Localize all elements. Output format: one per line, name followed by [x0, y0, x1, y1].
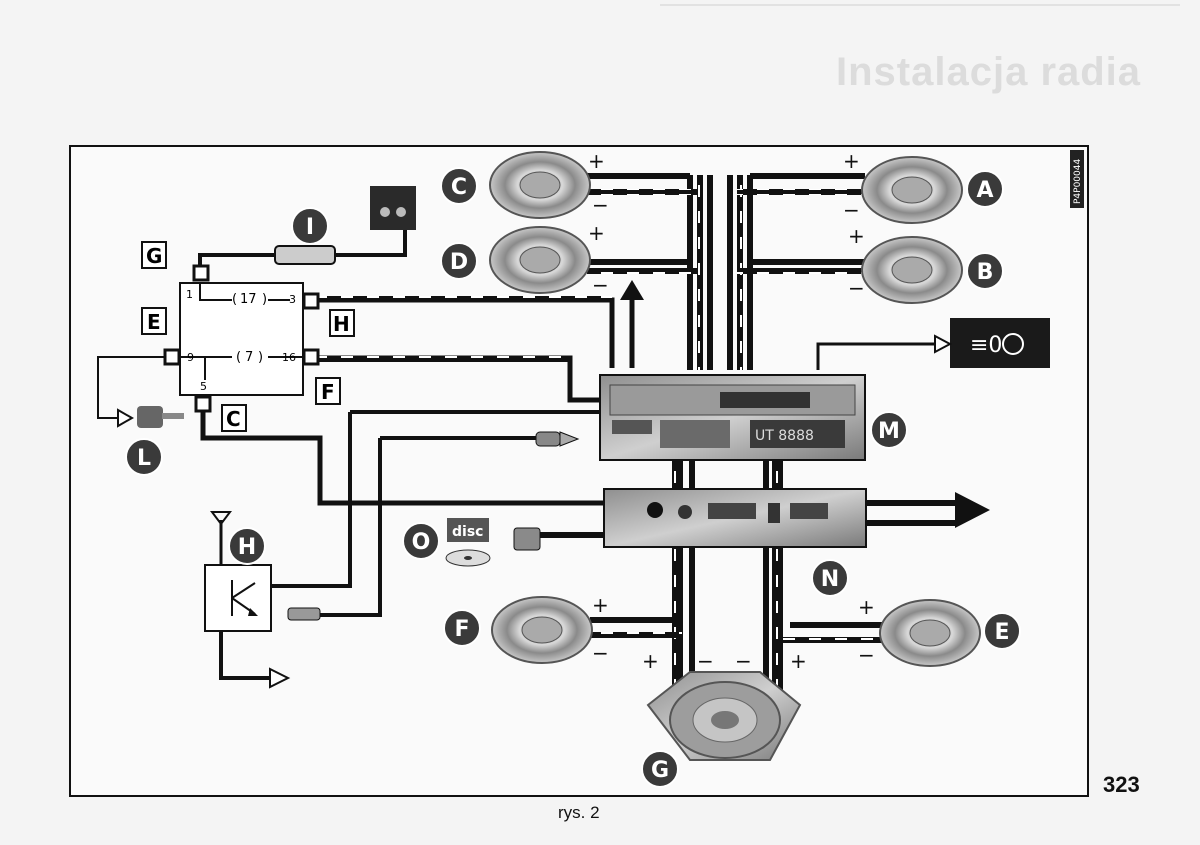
svg-text:+: + — [588, 221, 605, 245]
callouts: A B C D E F G H I L M N O — [125, 167, 1021, 788]
callout-g: G — [641, 750, 679, 788]
key-icon — [97, 356, 184, 428]
svg-text:+: + — [642, 649, 659, 673]
pin-7: 7 — [245, 350, 253, 365]
svg-text:−: − — [592, 193, 609, 217]
svg-text:−: − — [735, 649, 752, 673]
connector-block: 1 17 ( ) 3 9 7 ( ) 16 5 — [163, 264, 320, 413]
svg-text:): ) — [258, 350, 263, 365]
connector-tags: G E H F C — [141, 241, 355, 432]
speaker-c — [489, 151, 591, 219]
speaker-leads-top — [585, 173, 865, 265]
svg-text:(: ( — [232, 292, 237, 307]
antenna-plug-icon — [287, 431, 580, 621]
subwoofer-g — [646, 671, 802, 761]
svg-text:B: B — [977, 260, 994, 285]
pin-16: 16 — [282, 351, 296, 364]
svg-text:−: − — [592, 273, 609, 297]
cd-changer-unit — [603, 488, 867, 548]
page-title: Instalacja radia — [836, 50, 1142, 94]
pin-1: 1 — [186, 288, 193, 301]
lamp-indicator-icon: ≡0 — [816, 318, 1050, 370]
svg-text:+: + — [790, 649, 807, 673]
speaker-b — [861, 236, 963, 304]
svg-text:O: O — [412, 530, 431, 555]
svg-text:+: + — [858, 595, 875, 619]
svg-text:I: I — [306, 215, 314, 240]
callout-m: M — [870, 411, 908, 449]
callout-h: H — [228, 527, 266, 565]
svg-text:E: E — [994, 620, 1009, 645]
pin-17: 17 — [240, 292, 257, 307]
svg-text:E: E — [147, 310, 161, 334]
svg-text:+: + — [848, 224, 865, 248]
callout-n: N — [811, 559, 849, 597]
connector-tag-g: G — [141, 241, 167, 269]
connector-tag-f: F — [315, 377, 341, 405]
callout-o: O — [402, 522, 440, 560]
pin-9: 9 — [187, 351, 194, 364]
callout-c: C — [440, 167, 478, 205]
svg-text:L: L — [137, 446, 151, 471]
svg-text:−: − — [848, 276, 865, 300]
callout-i: I — [291, 207, 329, 245]
callout-d: D — [440, 242, 478, 280]
cd-connector-icon — [513, 527, 541, 551]
callout-l: L — [125, 438, 163, 476]
connector-tag-h: H — [329, 309, 355, 337]
svg-text:−: − — [592, 641, 609, 665]
svg-text:G: G — [146, 244, 162, 268]
speaker-f — [491, 596, 593, 664]
speaker-a — [861, 156, 963, 224]
antenna-amplifier — [204, 511, 291, 689]
figure-code: P4P00044 — [1073, 159, 1083, 204]
callout-f: F — [443, 609, 481, 647]
svg-text:N: N — [821, 567, 839, 592]
disc-logo-icon: disc — [445, 518, 491, 567]
svg-text:G: G — [651, 758, 669, 783]
svg-text:−: − — [858, 643, 875, 667]
page-number: 323 — [1103, 772, 1140, 797]
pin-5: 5 — [200, 380, 207, 393]
svg-text:D: D — [450, 250, 468, 275]
svg-text:F: F — [454, 617, 469, 642]
svg-text:+: + — [843, 149, 860, 173]
svg-text:UT 8888: UT 8888 — [755, 428, 814, 444]
svg-text:−: − — [697, 649, 714, 673]
callout-e: E — [983, 612, 1021, 650]
connector-tag-e: E — [141, 307, 167, 335]
svg-text:(: ( — [236, 350, 241, 365]
svg-text:F: F — [321, 380, 335, 404]
svg-text:C: C — [451, 175, 467, 200]
figure-code-box — [1070, 150, 1084, 208]
pin-3: 3 — [289, 293, 296, 306]
speaker-d — [489, 226, 591, 294]
figure-caption: rys. 2 — [558, 803, 600, 822]
speaker-e — [879, 599, 981, 667]
connector-tag-c: C — [221, 404, 247, 432]
svg-text:): ) — [262, 292, 267, 307]
output-arrow-icon — [955, 492, 990, 528]
svg-text:A: A — [976, 178, 993, 203]
header-rule — [660, 4, 1180, 6]
svg-text:C: C — [226, 407, 241, 431]
arrow-up-icon — [620, 280, 644, 368]
svg-text:+: + — [588, 149, 605, 173]
disc-logo-text: disc — [452, 524, 483, 540]
svg-text:−: − — [843, 198, 860, 222]
svg-text:H: H — [238, 535, 256, 560]
fuse-holder-icon — [198, 186, 416, 266]
polarity-marks: + − + − + − + − + − + − + − − + — [588, 149, 875, 673]
callout-a: A — [966, 170, 1004, 208]
svg-text:M: M — [878, 419, 900, 444]
callout-b: B — [966, 252, 1004, 290]
svg-text:≡0: ≡0 — [970, 333, 1002, 358]
svg-text:H: H — [333, 312, 350, 336]
svg-text:+: + — [592, 593, 609, 617]
radio-unit: UT 8888 — [599, 374, 866, 461]
